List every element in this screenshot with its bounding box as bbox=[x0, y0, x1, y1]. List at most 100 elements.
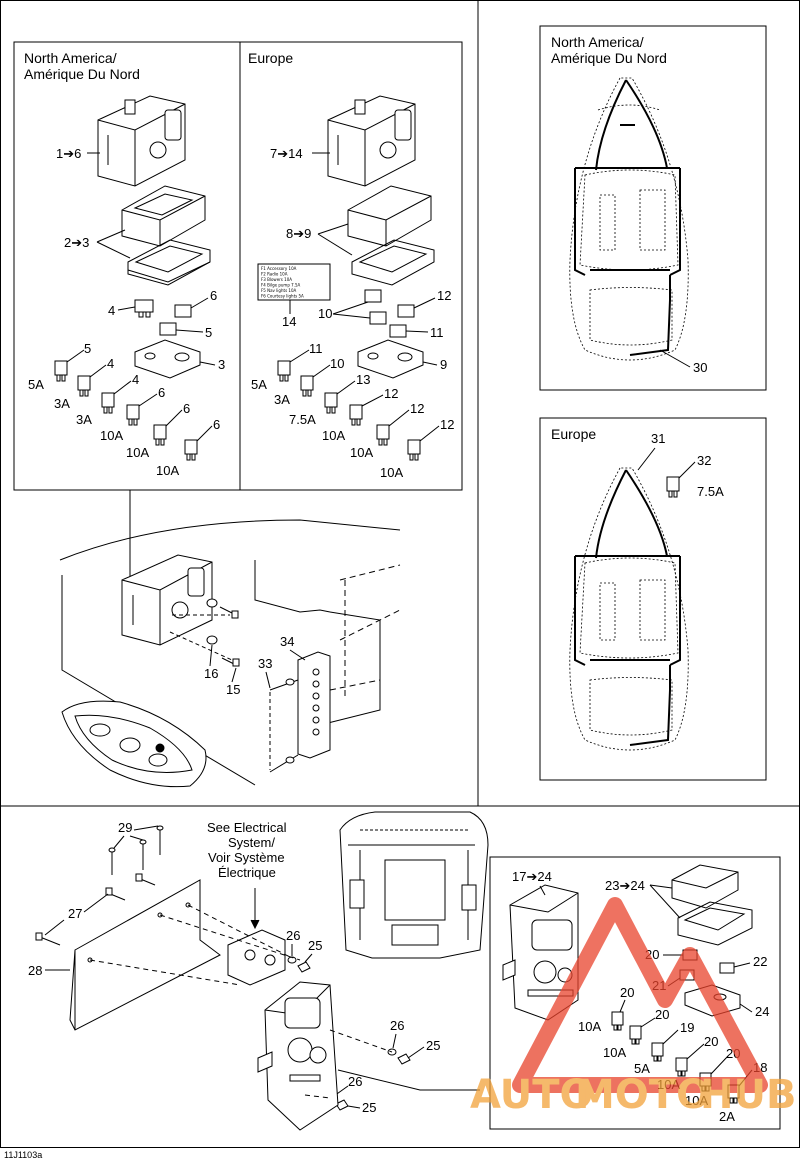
svg-text:F5 Nav lights 10A: F5 Nav lights 10A bbox=[261, 288, 297, 293]
svg-text:F3 Blowers 10A: F3 Blowers 10A bbox=[261, 277, 292, 282]
callout-11a: 11 bbox=[430, 325, 444, 340]
eu-plate-9 bbox=[357, 339, 424, 379]
callout-14: 14 bbox=[282, 314, 296, 329]
callout-9: 9 bbox=[440, 357, 447, 372]
mounting-panel bbox=[69, 879, 221, 1031]
see-electrical-2: System/ bbox=[228, 835, 275, 850]
callout-10A-b: 10A bbox=[603, 1045, 626, 1060]
see-electrical-1: See Electrical bbox=[207, 820, 287, 835]
bottom-fuse-box bbox=[257, 981, 339, 1131]
automotohub-watermark: AUTO MOTO HUB bbox=[470, 897, 796, 1118]
fuse-label-card: F1 Accessory 10A F2 Radio 10A F3 Blowers… bbox=[257, 263, 331, 301]
svg-text:F2 Radio 10A: F2 Radio 10A bbox=[261, 272, 288, 277]
eu-harness-wire bbox=[574, 469, 681, 746]
svg-text:AUTO: AUTO bbox=[470, 1072, 594, 1118]
callout-8-9: 8➔9 bbox=[286, 226, 311, 241]
fuse-kit-inset bbox=[489, 856, 781, 1130]
eu-relay-11 bbox=[389, 324, 407, 338]
svg-text:F1 Accessory 10A: F1 Accessory 10A bbox=[261, 266, 297, 271]
callout-12a: 12 bbox=[437, 288, 451, 303]
na-fuse-box bbox=[97, 95, 186, 187]
callout-5A: 5A bbox=[28, 377, 44, 392]
callout-eu-10A-b: 10A bbox=[350, 445, 373, 460]
callout-17-24: 17➔24 bbox=[512, 869, 552, 884]
callout-33: 33 bbox=[258, 656, 272, 671]
callout-26b: 26 bbox=[390, 1018, 404, 1033]
callout-5b: 5 bbox=[84, 341, 91, 356]
callout-6d: 6 bbox=[213, 417, 220, 432]
callout-26c: 26 bbox=[348, 1074, 362, 1089]
callout-10b: 10 bbox=[330, 356, 344, 371]
mounted-fuse-box bbox=[121, 554, 213, 646]
kit-gasket bbox=[677, 901, 753, 946]
harness-na-title-2: Amérique Du Nord bbox=[551, 50, 667, 66]
callout-34: 34 bbox=[280, 634, 294, 649]
callout-4b: 4 bbox=[107, 356, 114, 371]
callout-13: 13 bbox=[356, 372, 370, 387]
eu-title: Europe bbox=[248, 50, 293, 66]
callout-20d: 20 bbox=[704, 1034, 718, 1049]
callout-25a: 25 bbox=[308, 938, 322, 953]
na-plate-3 bbox=[134, 339, 201, 379]
fuse-inset-frame bbox=[13, 41, 463, 491]
eu-fuse-box bbox=[327, 95, 416, 187]
callout-10A-c: 10A bbox=[156, 463, 179, 478]
kit-fuse-box bbox=[502, 884, 579, 1021]
svg-text:MOTO: MOTO bbox=[575, 1072, 710, 1118]
eu-gasket bbox=[351, 239, 435, 286]
callout-19: 19 bbox=[680, 1020, 694, 1035]
callout-32-7-5A: 7.5A bbox=[697, 484, 724, 499]
eu-harness-hull bbox=[569, 467, 689, 751]
callout-26a: 26 bbox=[286, 928, 300, 943]
callout-6b: 6 bbox=[158, 385, 165, 400]
callout-12d: 12 bbox=[440, 417, 454, 432]
figure-code: 11J1103a bbox=[4, 1150, 42, 1160]
callout-1-6: 1➔6 bbox=[56, 146, 81, 161]
callout-16: 16 bbox=[204, 666, 218, 681]
na-harness-hull bbox=[569, 77, 689, 361]
callout-27: 27 bbox=[68, 906, 82, 921]
callout-11b: 11 bbox=[309, 341, 323, 356]
callout-7-14: 7➔14 bbox=[270, 146, 303, 161]
callout-2-3: 2➔3 bbox=[64, 235, 89, 250]
see-electrical-3: Voir Système bbox=[208, 850, 285, 865]
callout-25c: 25 bbox=[362, 1100, 376, 1115]
terminal-bar bbox=[297, 651, 331, 759]
callout-eu-10A-a: 10A bbox=[322, 428, 345, 443]
callout-29: 29 bbox=[118, 820, 132, 835]
callout-eu-10A-c: 10A bbox=[380, 465, 403, 480]
na-gasket bbox=[127, 239, 211, 286]
eu-harness-frame bbox=[539, 417, 767, 781]
na-fuse-4 bbox=[134, 299, 154, 318]
callout-10A-d: 10A bbox=[685, 1093, 708, 1108]
callout-10A-a: 10A bbox=[100, 428, 123, 443]
na-relay-5 bbox=[159, 322, 177, 336]
callout-12b: 12 bbox=[384, 386, 398, 401]
callout-6c: 6 bbox=[183, 401, 190, 416]
callout-31: 31 bbox=[651, 431, 665, 446]
callout-30: 30 bbox=[693, 360, 707, 375]
connector-line bbox=[337, 1069, 480, 1091]
eu-blade-fuses bbox=[277, 360, 421, 461]
callout-10A-b: 10A bbox=[126, 445, 149, 460]
callout-20c: 20 bbox=[655, 1007, 669, 1022]
callout-24: 24 bbox=[755, 1004, 769, 1019]
callout-3: 3 bbox=[218, 357, 225, 372]
na-harness-frame bbox=[539, 25, 767, 391]
callout-4c: 4 bbox=[132, 372, 139, 387]
eu-cover bbox=[347, 185, 432, 247]
callout-3A-a: 3A bbox=[54, 396, 70, 411]
callout-15: 15 bbox=[226, 682, 240, 697]
callout-eu-3A: 3A bbox=[274, 392, 290, 407]
svg-text:HUB: HUB bbox=[700, 1072, 796, 1118]
callout-eu-5A: 5A bbox=[251, 377, 267, 392]
screws-27 bbox=[35, 873, 156, 946]
na-relay-6 bbox=[174, 304, 192, 318]
callout-12c: 12 bbox=[410, 401, 424, 416]
callout-4: 4 bbox=[108, 303, 115, 318]
callout-3A-b: 3A bbox=[76, 412, 92, 427]
rivets-29 bbox=[108, 825, 164, 875]
callout-7-5A: 7.5A bbox=[289, 412, 316, 427]
callout-2A: 2A bbox=[719, 1109, 735, 1124]
